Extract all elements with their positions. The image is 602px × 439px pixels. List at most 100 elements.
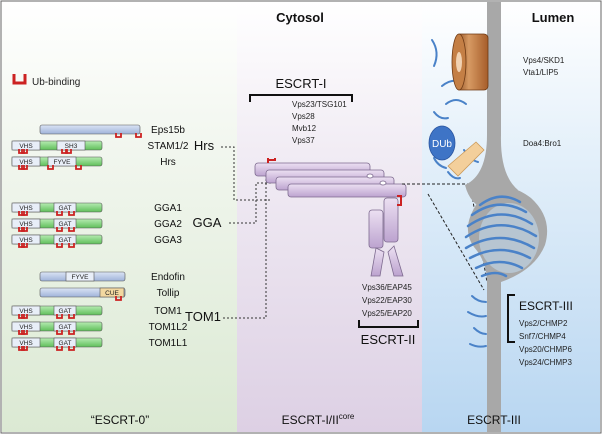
- domain-box: [11, 218, 41, 229]
- protein-name: GGA2: [154, 219, 182, 230]
- filament-12: [469, 343, 487, 348]
- protein-stam1-2: VHS SH3 STAM1/2: [11, 140, 189, 154]
- escrt3-footer: ESCRT-III: [467, 413, 521, 427]
- ub-binding-icon: [115, 133, 122, 138]
- escrt3-subunit-2: Vps20/CHMP6: [519, 345, 572, 354]
- gga-connector: [229, 182, 272, 224]
- ub-binding-icon: [68, 211, 75, 216]
- escrt0-panel: [2, 2, 237, 432]
- domain-label: VHS: [19, 340, 33, 347]
- vps4-label: Vps4/SKD1: [523, 56, 565, 65]
- ub-binding-icon: [68, 314, 75, 319]
- group-label-hrs: Hrs: [194, 138, 215, 153]
- escrt2-leg-left: [368, 209, 384, 249]
- domain-box: [11, 234, 41, 245]
- ub-binding-icon: [21, 227, 28, 232]
- domain-label: VHS: [19, 237, 33, 244]
- bro1-arm: [447, 141, 485, 177]
- domain-box: [53, 218, 77, 229]
- escrt1-2-footer-main: ESCRT-I/II: [282, 413, 339, 427]
- escrt3-subunit-1: Snf7/CHMP4: [519, 332, 566, 341]
- complex-joint-2: [379, 180, 387, 186]
- filament-2: [445, 99, 467, 105]
- domain-label: SH3: [65, 143, 78, 150]
- domain-label: GAT: [59, 205, 72, 212]
- domain-box: [53, 305, 77, 316]
- protein-eps15b: Eps15b: [39, 124, 185, 138]
- barrel-pore: [456, 52, 462, 72]
- protein-name: GGA3: [154, 235, 182, 246]
- domain-label: VHS: [19, 143, 33, 150]
- escrt1-subunit-0: Vps23/TSG101: [292, 100, 347, 109]
- escrt1-bracket: [249, 94, 353, 102]
- funnel-line-diagonal: [427, 193, 485, 291]
- filament-9: [471, 295, 487, 303]
- membrane-lower: [487, 278, 501, 432]
- protein-name: GGA1: [154, 203, 182, 214]
- domain-label: VHS: [19, 159, 33, 166]
- ub-binding-icon: [68, 330, 75, 335]
- ub-binding-icon: [115, 296, 122, 301]
- escrt2-bracket: [358, 320, 419, 328]
- ub-binding-icon: [56, 243, 63, 248]
- protein-name: Hrs: [160, 157, 176, 168]
- escrt3-spiral: [464, 195, 538, 278]
- domain-box: [53, 234, 77, 245]
- spiral-arc-5: [464, 236, 536, 250]
- escrt2-subunit-1: Vps22/EAP30: [362, 296, 412, 305]
- escrt1-ub-binding-mark: [267, 158, 276, 163]
- cytosol-header: Cytosol: [276, 10, 324, 25]
- protein-name: STAM1/2: [148, 141, 189, 152]
- filament-7: [447, 171, 461, 180]
- escrt3-title: ESCRT-III: [519, 299, 573, 313]
- domain-box: [99, 287, 125, 298]
- escrt2-ub-binding-mark: [397, 195, 402, 206]
- filament-1: [431, 39, 438, 67]
- domain-label: VHS: [19, 324, 33, 331]
- spiral-arc-7: [474, 260, 524, 270]
- protein-name: Endofin: [151, 272, 185, 283]
- domain-box: [11, 305, 41, 316]
- filament-3: [433, 111, 449, 120]
- ub-binding-icon: [135, 133, 142, 138]
- domain-box: [53, 337, 77, 348]
- tom1-connector: [223, 174, 276, 319]
- protein-name: Tollip: [157, 288, 180, 299]
- escrt2-title: ESCRT-II: [361, 332, 416, 347]
- domain-label: FYVE: [54, 159, 72, 166]
- ub-binding-icon: [56, 346, 63, 351]
- group-connectors: [221, 146, 276, 319]
- escrt2-subunit-0: Vps36/EAP45: [362, 283, 412, 292]
- ub-binding-icon: [21, 165, 28, 170]
- ub-binding-icon: [21, 149, 28, 154]
- escrt2-leg-mid: [383, 197, 399, 243]
- protein-name: TOM1L1: [149, 338, 188, 349]
- group-label-gga: GGA: [193, 215, 222, 230]
- protein-name: TOM1: [154, 306, 182, 317]
- ub-binding-icon: [56, 227, 63, 232]
- escrt1-subunit-3: Vps37: [292, 136, 315, 145]
- escrt0-footer: “ESCRT-0”: [91, 413, 149, 427]
- escrt1-2-footer-sup: core: [339, 412, 355, 421]
- dub-label: DUb: [432, 139, 452, 150]
- spiral-arc-6: [468, 248, 532, 260]
- escrt3-bracket: [507, 294, 515, 343]
- ub-binding-icon: [56, 330, 63, 335]
- hrs-connector: [221, 146, 272, 201]
- escrt3-subunit-0: Vps2/CHMP2: [519, 319, 568, 328]
- ub-binding-icon: [21, 346, 28, 351]
- escrt1-2-complex: [254, 162, 407, 277]
- domain-label: GAT: [59, 308, 72, 315]
- spiral-arc-1: [478, 195, 522, 207]
- ub-binding-icon: [21, 211, 28, 216]
- spiral-arc-4: [464, 224, 538, 239]
- ub-binding-icon: [61, 149, 68, 154]
